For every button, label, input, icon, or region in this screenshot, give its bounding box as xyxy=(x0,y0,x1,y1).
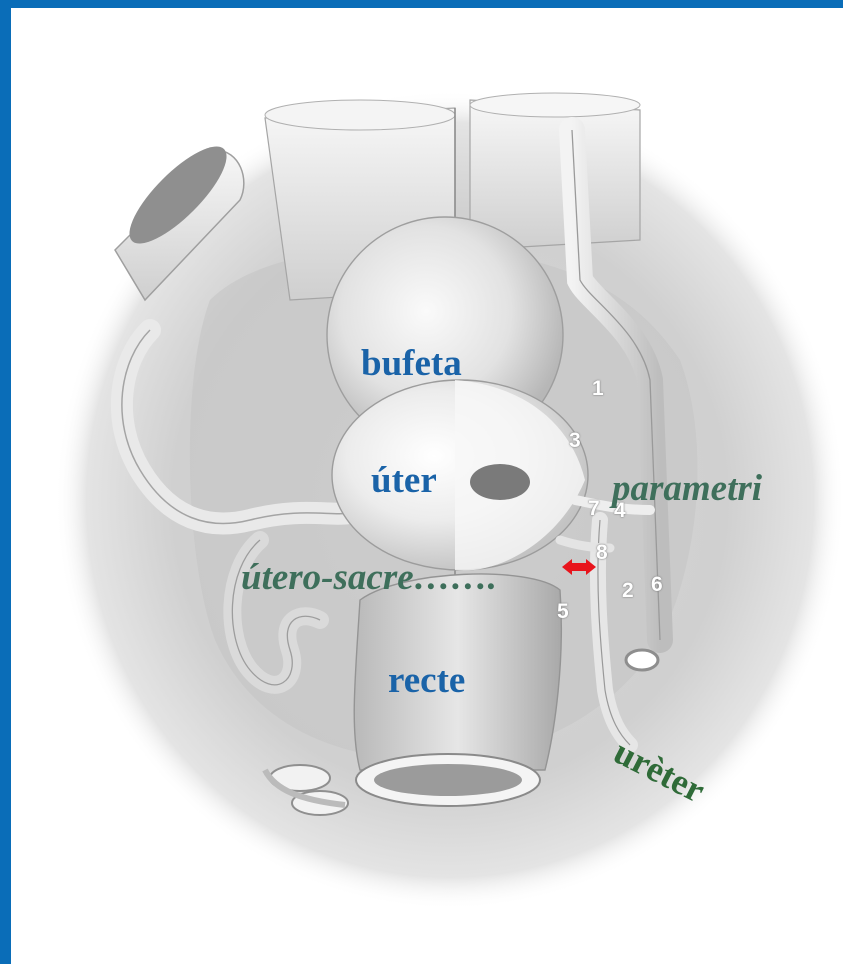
number-label-5: 5 xyxy=(557,601,569,622)
top-left-cylinder-rim xyxy=(265,100,455,130)
parametrium-label: parametri xyxy=(612,470,762,507)
top-right-cylinder-rim xyxy=(470,93,640,117)
number-label-8: 8 xyxy=(596,542,608,563)
frame-left-bar xyxy=(0,0,11,964)
uterosacral-label: útero-sacre……. xyxy=(241,559,497,596)
uterus-label: úter xyxy=(371,462,437,499)
number-label-3: 3 xyxy=(569,430,581,451)
number-label-2: 2 xyxy=(622,580,634,601)
bladder-label: bufeta xyxy=(361,345,462,382)
number-label-6: 6 xyxy=(651,574,663,595)
top-right-cylinder xyxy=(470,100,640,250)
number-label-1: 1 xyxy=(592,378,604,399)
number-label-4: 4 xyxy=(614,500,626,521)
rectum-label: recte xyxy=(388,662,465,699)
vessel-ring xyxy=(626,650,658,670)
rectum-ring-inner xyxy=(374,764,522,796)
number-label-7: 7 xyxy=(588,498,600,519)
frame-top-bar xyxy=(0,0,843,8)
cervix-opening xyxy=(470,464,530,500)
